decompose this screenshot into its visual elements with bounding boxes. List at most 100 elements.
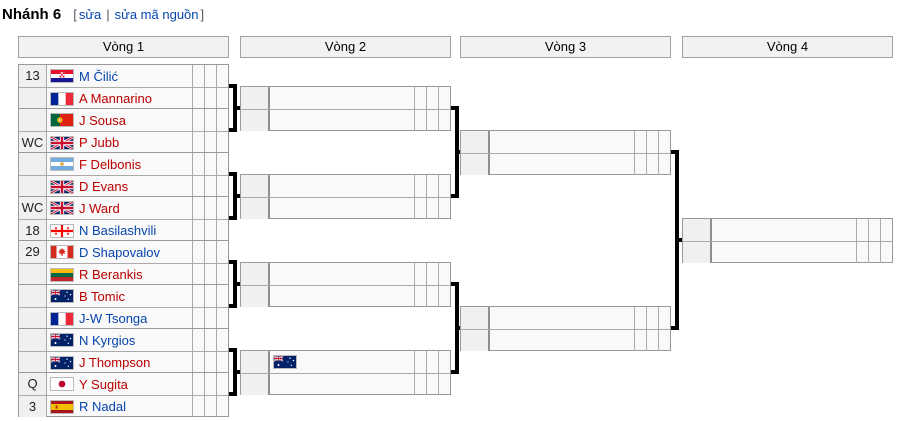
team-cell: J Sousa bbox=[47, 109, 192, 131]
flag-icon-australia[interactable] bbox=[50, 289, 74, 303]
score-cell bbox=[868, 219, 880, 241]
flag-icon-united-kingdom[interactable] bbox=[50, 135, 74, 150]
edit-link[interactable]: sửa bbox=[78, 7, 102, 22]
score-cell bbox=[204, 176, 216, 197]
seed-cell bbox=[461, 131, 490, 153]
player-link[interactable]: B Tomic bbox=[79, 288, 125, 304]
score-cell bbox=[438, 374, 450, 395]
team-cell bbox=[270, 198, 414, 219]
score-cell bbox=[204, 373, 216, 395]
score-cell bbox=[426, 198, 438, 219]
player-link[interactable]: J Sousa bbox=[79, 112, 126, 128]
connector-line bbox=[237, 282, 240, 286]
player-link[interactable]: R Berankis bbox=[79, 267, 143, 282]
team-cell: Y Sugita bbox=[47, 373, 192, 395]
score-cell bbox=[204, 241, 216, 263]
flag-icon-lithuania[interactable] bbox=[50, 267, 74, 282]
score-cell bbox=[426, 175, 438, 197]
flag-icon-georgia[interactable] bbox=[50, 223, 74, 238]
score-cell bbox=[192, 329, 204, 351]
score-cell bbox=[192, 396, 204, 417]
flag-icon-canada[interactable] bbox=[50, 245, 74, 259]
score-cell bbox=[204, 109, 216, 131]
player-link[interactable]: R Nadal bbox=[79, 399, 126, 414]
player-slot bbox=[461, 307, 670, 330]
player-link[interactable]: A Mannarino bbox=[79, 91, 152, 106]
score-cell bbox=[634, 154, 646, 175]
player-slot bbox=[241, 286, 450, 307]
score-cell bbox=[192, 264, 204, 285]
seed-cell bbox=[19, 153, 47, 175]
edit-separator: | bbox=[106, 7, 110, 22]
score-cell bbox=[658, 307, 670, 329]
score-cell bbox=[192, 132, 204, 153]
flag-icon-australia[interactable] bbox=[50, 355, 74, 370]
round-header: Vòng 4 bbox=[682, 36, 893, 58]
player-link[interactable]: N Kyrgios bbox=[79, 332, 136, 348]
player-link[interactable]: D Evans bbox=[79, 179, 129, 194]
player-link[interactable]: F Delbonis bbox=[79, 156, 142, 172]
score-cell bbox=[204, 396, 216, 417]
edit-source-link[interactable]: sửa mã nguồn bbox=[114, 7, 199, 22]
score-cell bbox=[216, 220, 228, 241]
player-slot: B Tomic bbox=[19, 285, 228, 308]
score-cell bbox=[438, 110, 450, 131]
match-box bbox=[682, 218, 893, 263]
player-link[interactable]: J Thompson bbox=[79, 355, 151, 370]
player-link[interactable]: P Jubb bbox=[79, 135, 120, 150]
team-cell: N Kyrgios bbox=[47, 329, 192, 351]
flag-icon-france[interactable] bbox=[50, 91, 74, 106]
flag-icon-croatia[interactable] bbox=[50, 69, 74, 83]
connector-line bbox=[451, 370, 455, 374]
round-header: Vòng 1 bbox=[18, 36, 229, 58]
score-cell bbox=[438, 263, 450, 285]
connector-line bbox=[233, 348, 237, 396]
flag-icon-france[interactable] bbox=[50, 311, 74, 326]
flag-icon-australia[interactable] bbox=[273, 355, 297, 369]
player-link[interactable]: D Shapovalov bbox=[79, 244, 160, 260]
player-link[interactable]: J Ward bbox=[79, 200, 120, 216]
score-cell bbox=[216, 132, 228, 153]
match-box bbox=[240, 174, 451, 219]
flag-icon-australia[interactable] bbox=[50, 333, 74, 347]
score-cell bbox=[426, 263, 438, 285]
player-link[interactable]: M Čilić bbox=[79, 68, 118, 84]
score-cell bbox=[216, 352, 228, 373]
flag-icon-united-kingdom[interactable] bbox=[50, 201, 74, 215]
player-slot bbox=[241, 351, 450, 374]
connector-line bbox=[451, 282, 455, 286]
score-cell bbox=[414, 374, 426, 395]
seed-cell bbox=[19, 264, 47, 285]
score-cell bbox=[192, 153, 204, 175]
edit-bracket-open: [ bbox=[73, 7, 77, 22]
score-cell bbox=[438, 351, 450, 373]
connector-line bbox=[229, 260, 233, 264]
player-slot bbox=[241, 374, 450, 395]
flag-icon-spain[interactable] bbox=[50, 399, 74, 414]
seed-cell bbox=[241, 374, 270, 395]
connector-line bbox=[229, 84, 233, 88]
score-cell bbox=[216, 373, 228, 395]
team-cell bbox=[712, 219, 856, 241]
flag-icon-argentina[interactable] bbox=[50, 157, 74, 171]
team-cell: J Thompson bbox=[47, 352, 192, 373]
flag-icon-japan[interactable] bbox=[50, 377, 74, 391]
player-slot bbox=[241, 198, 450, 219]
team-cell: B Tomic bbox=[47, 285, 192, 307]
player-link[interactable]: Y Sugita bbox=[79, 376, 128, 392]
player-slot: J Sousa bbox=[19, 109, 228, 132]
connector-line bbox=[229, 128, 233, 132]
player-link[interactable]: J-W Tsonga bbox=[79, 311, 148, 326]
score-cell bbox=[192, 352, 204, 373]
player-link[interactable]: N Basilashvili bbox=[79, 223, 157, 238]
flag-icon-portugal[interactable] bbox=[50, 113, 74, 127]
seed-cell bbox=[683, 242, 712, 263]
connector-line bbox=[671, 150, 675, 154]
score-cell bbox=[414, 87, 426, 109]
flag-icon-united-kingdom[interactable] bbox=[50, 179, 74, 194]
connector-line bbox=[455, 282, 459, 374]
